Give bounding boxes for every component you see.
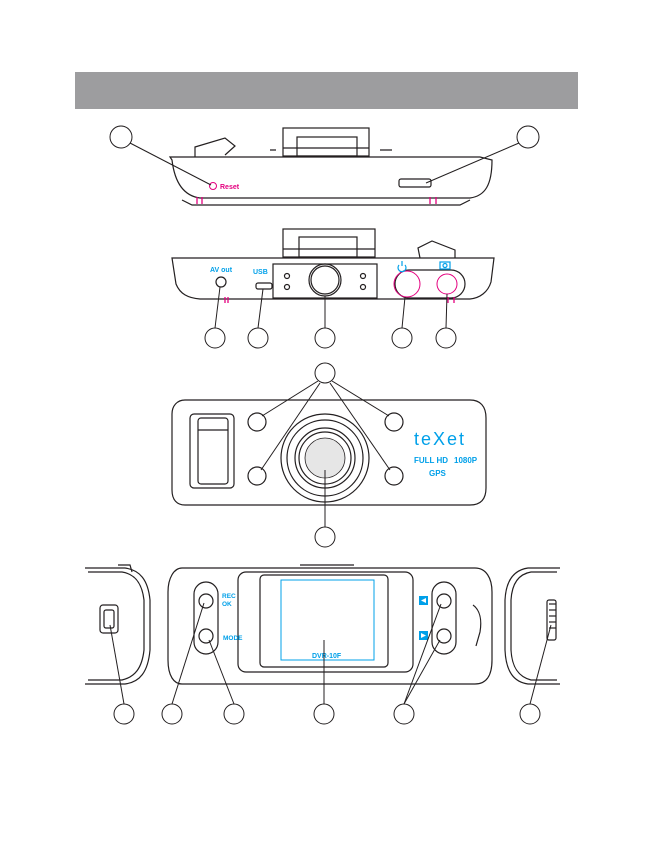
top-view — [170, 128, 492, 205]
right-arrow-icon — [419, 631, 428, 640]
gps-label: GPS — [429, 469, 447, 478]
power-button-highlight — [394, 271, 420, 297]
resolution-label: 1080P — [454, 456, 478, 465]
lcd-screen — [281, 580, 374, 660]
camera-icon — [440, 262, 450, 269]
power-icon — [398, 261, 406, 272]
rec-label: REC — [222, 593, 236, 600]
back-view — [168, 565, 492, 684]
mode-label: MODE — [223, 635, 243, 642]
right-side-view — [505, 568, 560, 684]
back-view-leaders — [110, 603, 551, 724]
reset-hole — [210, 183, 217, 190]
camera-button-highlight — [437, 274, 457, 294]
model-label: DVR-10F — [312, 653, 342, 660]
reset-label: Reset — [220, 184, 240, 191]
brand-logo: teXet — [414, 429, 466, 449]
bottom-view-leaders — [205, 287, 456, 348]
left-arrow-icon — [419, 596, 428, 605]
ok-label: OK — [222, 601, 232, 608]
av-out-label: AV out — [210, 267, 233, 274]
usb-label: USB — [253, 269, 268, 276]
full-hd-label: FULL HD — [414, 456, 448, 465]
